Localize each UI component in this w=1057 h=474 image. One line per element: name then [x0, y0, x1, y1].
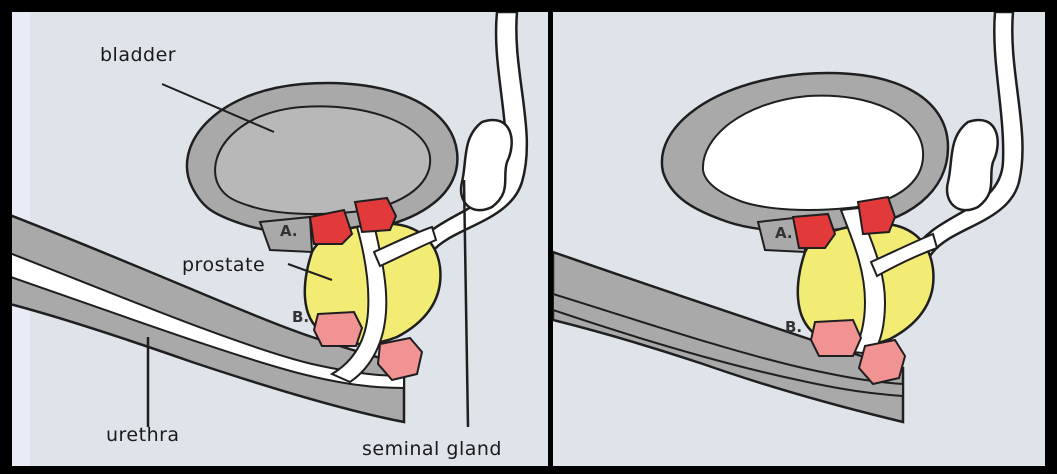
marker-a-left: A. [280, 222, 298, 240]
anatomy-drawing-right [553, 12, 1045, 466]
sphincter-a-left [310, 210, 352, 244]
sphincter-a-left-right [793, 214, 835, 248]
sphincter-b-left-right [811, 320, 861, 356]
marker-a-right: A. [775, 224, 793, 242]
panel-right-bladder-emptying: A. B. [553, 12, 1045, 466]
label-prostate: prostate [182, 254, 265, 276]
sphincter-a-right [355, 198, 396, 232]
sphincter-a-right-right [858, 197, 895, 234]
label-seminal-gland: seminal gland [362, 438, 502, 460]
label-urethra: urethra [106, 424, 180, 446]
marker-b-right: B. [785, 318, 802, 336]
sphincter-b-right-right [859, 340, 905, 384]
sphincter-b-left [314, 312, 362, 346]
marker-b-left: B. [292, 308, 309, 326]
label-bladder: bladder [100, 44, 176, 66]
bladder-lumen-full [215, 106, 430, 214]
panel-left-bladder-full: bladder prostate urethra seminal gland A… [12, 12, 548, 466]
